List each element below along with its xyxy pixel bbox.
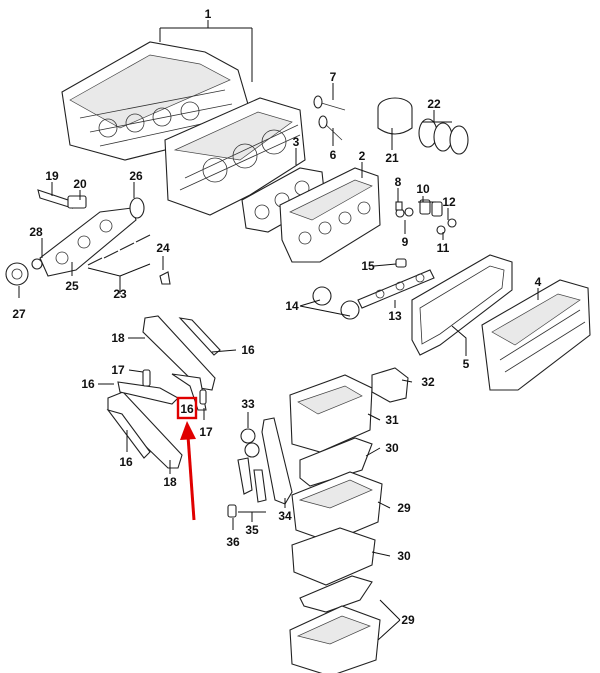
callout-18-upper: 18 — [111, 331, 125, 345]
camshaft-part — [312, 258, 435, 320]
valve-train-small-parts — [395, 199, 457, 235]
upper-oil-pan-parts — [291, 437, 383, 543]
lower-oil-pan-parts — [289, 527, 381, 673]
callout-31: 31 — [385, 413, 399, 427]
callout-18-lower: 18 — [163, 475, 177, 489]
pointer-arrow-shaft — [186, 435, 196, 521]
callout-30-upper: 30 — [385, 441, 399, 455]
callout-13: 13 — [388, 309, 402, 323]
callout-4: 4 — [535, 275, 542, 289]
oil-pump-drive-parts — [227, 417, 293, 518]
leader-lines — [18, 20, 539, 641]
callout-22: 22 — [427, 97, 441, 111]
callout-25: 25 — [65, 279, 79, 293]
callout-labels: 1 3 2 7 6 21 22 8 10 12 9 11 15 14 13 5 … — [12, 7, 542, 627]
cylinder-head-part — [279, 167, 381, 263]
callout-6: 6 — [330, 148, 337, 162]
callout-16-highlighted: 16 — [180, 402, 194, 416]
callout-20: 20 — [73, 177, 87, 191]
callout-9: 9 — [402, 235, 409, 249]
callout-21: 21 — [385, 151, 399, 165]
piston-part — [377, 97, 469, 155]
callout-30-lower: 30 — [397, 549, 411, 563]
callout-8: 8 — [395, 175, 402, 189]
callout-32: 32 — [421, 375, 435, 389]
callout-34: 34 — [278, 509, 292, 523]
callout-28: 28 — [29, 225, 43, 239]
callout-10: 10 — [416, 182, 430, 196]
callout-11: 11 — [437, 241, 450, 255]
engine-block-part — [61, 41, 306, 216]
callout-16-lower: 16 — [119, 455, 133, 469]
valves-part — [313, 95, 346, 141]
callout-36: 36 — [226, 535, 240, 549]
highlight-box — [176, 396, 198, 420]
callout-33: 33 — [241, 397, 255, 411]
callout-14: 14 — [285, 299, 299, 313]
callout-3: 3 — [293, 135, 300, 149]
oil-pump-housing-part — [289, 367, 409, 453]
callout-19: 19 — [45, 169, 59, 183]
callout-26: 26 — [129, 169, 143, 183]
callout-5: 5 — [463, 357, 470, 371]
callout-15: 15 — [361, 259, 375, 273]
valve-cover-part — [481, 279, 591, 391]
crankshaft-part — [5, 189, 171, 286]
callout-27: 27 — [12, 307, 26, 321]
callout-17-left: 17 — [111, 363, 125, 377]
callout-23: 23 — [113, 287, 127, 301]
highlight-marker — [176, 396, 198, 521]
callout-24: 24 — [156, 241, 170, 255]
timing-chain-parts — [106, 315, 221, 469]
callout-2: 2 — [359, 149, 366, 163]
valve-cover-gasket-part — [411, 254, 513, 356]
callout-7: 7 — [330, 70, 337, 84]
callout-16-left: 16 — [81, 377, 95, 391]
pointer-arrow-head — [180, 421, 196, 440]
callout-1: 1 — [205, 7, 212, 21]
callout-35: 35 — [245, 523, 259, 537]
callout-16-upper-right: 16 — [241, 343, 255, 357]
callout-29-lower: 29 — [401, 613, 415, 627]
callout-29-upper: 29 — [397, 501, 411, 515]
callout-17-right: 17 — [199, 425, 213, 439]
callout-12: 12 — [442, 195, 456, 209]
